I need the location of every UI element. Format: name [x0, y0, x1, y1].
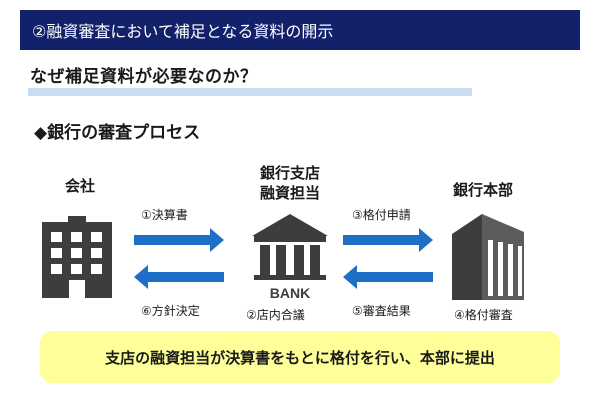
- arrow-right-branch-to-head-office: [343, 228, 433, 252]
- office-building-icon: [42, 216, 112, 298]
- header-bar: ②融資審査において補足となる資料の開示: [20, 10, 580, 50]
- bank-sign-text: BANK: [270, 285, 310, 300]
- summary-box: 支店の融資担当が決算書をもとに格付を行い、本部に提出: [40, 331, 560, 383]
- step-2-label: ②店内合議: [246, 308, 305, 322]
- arrow-left-branch-to-company: [134, 265, 224, 289]
- branch-label: 銀行支店 融資担当: [250, 163, 330, 203]
- step-1-label: ①決算書: [141, 208, 188, 222]
- summary-text: 支店の融資担当が決算書をもとに格付を行い、本部に提出: [105, 348, 495, 367]
- step-4-label: ④格付審査: [454, 308, 513, 322]
- branch-label-line1: 銀行支店: [259, 164, 320, 182]
- branch-label-line2: 融資担当: [259, 184, 320, 202]
- arrow-right-company-to-branch: [134, 228, 224, 252]
- arrow-left-head-office-to-branch: [343, 265, 433, 289]
- company-label: 会社: [64, 177, 95, 195]
- skyscraper-icon: [452, 214, 524, 300]
- header-title: ②融資審査において補足となる資料の開示: [32, 22, 334, 41]
- section-heading: ◆銀行の審査プロセス: [34, 123, 201, 143]
- step-3-label: ③格付申請: [352, 208, 411, 222]
- subtitle: なぜ補足資料が必要なのか？: [30, 67, 258, 87]
- subtitle-underline: [28, 88, 472, 96]
- step-5-label: ⑤審査結果: [352, 304, 411, 318]
- step-6-label: ⑥方針決定: [141, 304, 200, 318]
- head-office-label: 銀行本部: [452, 181, 513, 199]
- bank-icon: BANK: [252, 214, 328, 300]
